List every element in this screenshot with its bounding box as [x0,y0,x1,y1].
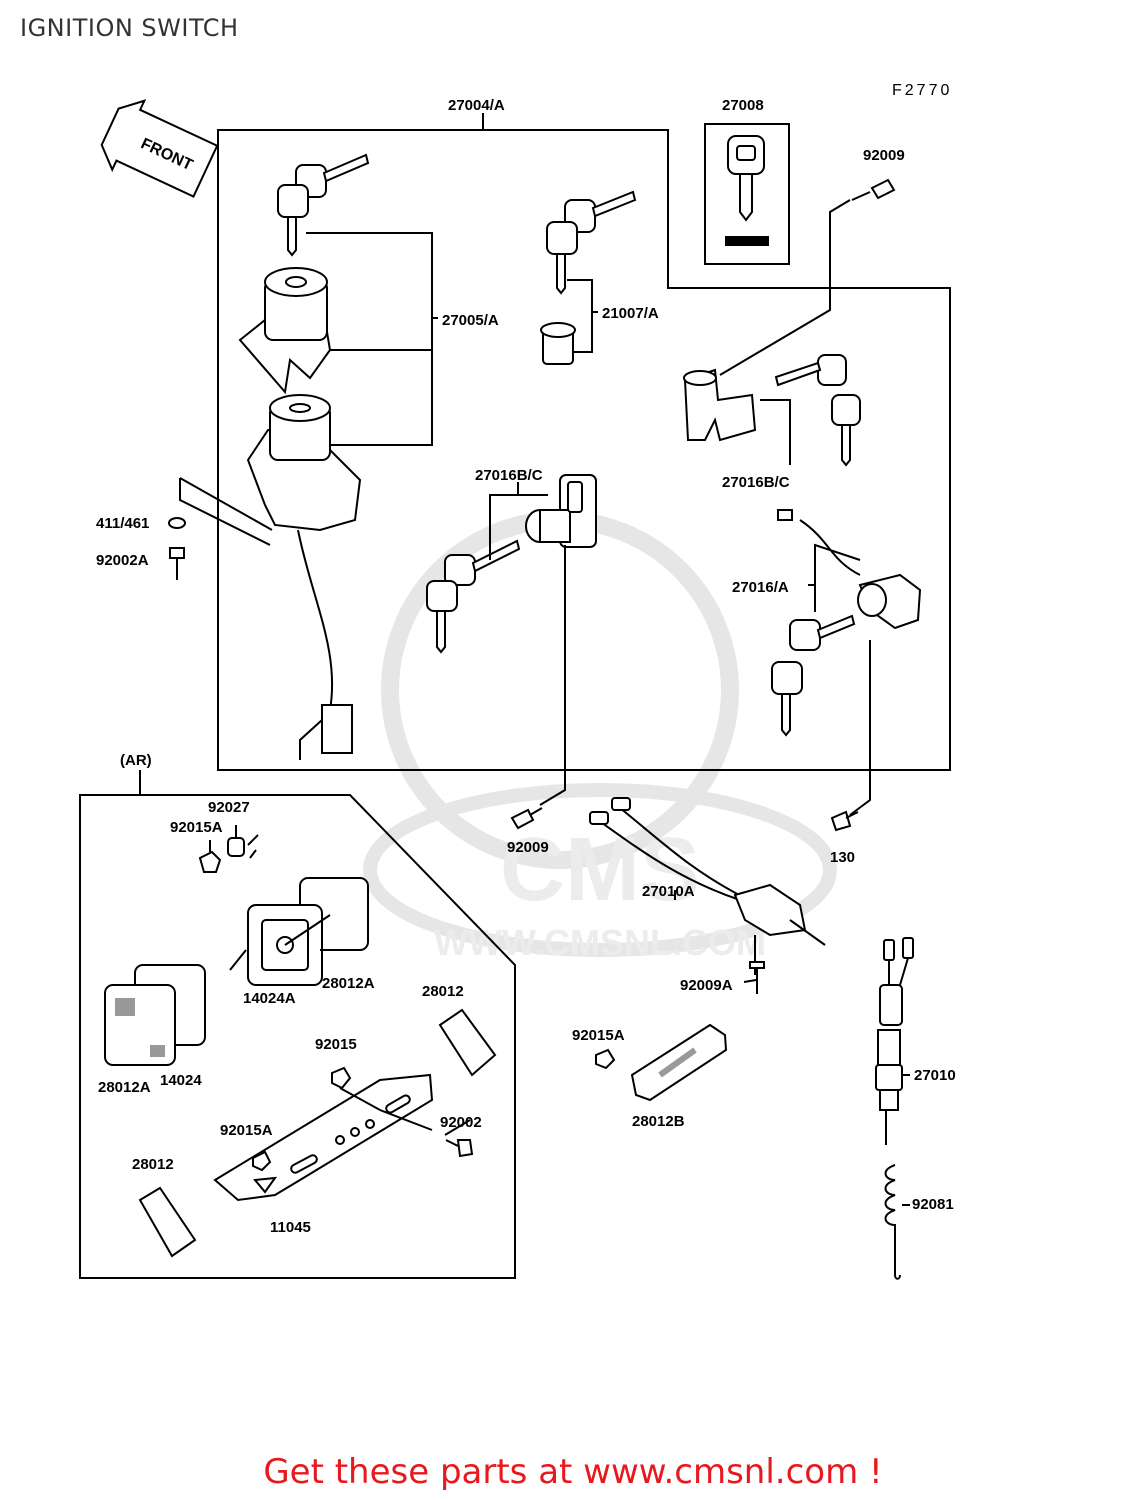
key-icon [771,614,856,737]
label-21007-a: 21007/A [602,305,659,322]
label-14024: 14024 [160,1072,202,1089]
screw-icon [851,178,896,201]
reflector-icon [438,1008,497,1077]
assembly-frame-27004 [217,129,951,771]
label-27016b-c-right: 27016B/C [722,474,790,491]
label-411-461: 411/461 [96,515,149,532]
helmet-lock-icon [777,509,922,630]
ref-code: F2770 [892,82,952,99]
label-27005-a: 27005/A [442,312,499,329]
screw-icon [510,807,543,830]
label-11045: 11045 [270,1219,311,1236]
label-27010a: 27010A [642,883,695,900]
label-92081: 92081 [912,1196,954,1213]
nut-icon [198,850,222,873]
label-ar: (AR) [120,752,152,769]
label-92002a: 92002A [96,552,149,569]
label-28012a-1: 28012A [322,975,375,992]
lock-cylinder-icon [540,322,576,365]
label-28012a-2: 28012A [98,1079,151,1096]
label-92009-mid: 92009 [507,839,549,856]
nut-icon [595,1048,616,1070]
bolt-icon [169,547,185,580]
label-28012b: 28012B [632,1113,685,1130]
footer-link[interactable]: Get these parts at www.cmsnl.com ! [263,1452,883,1492]
reflector-icon [138,1186,197,1258]
page-title: IGNITION SWITCH [20,14,239,42]
reflector-icon [104,964,206,1066]
watermark-logo: CMS [500,820,700,920]
label-27004-a: 27004/A [448,97,505,114]
stop-switch-icon [875,937,914,1145]
label-28012-2: 28012 [132,1156,174,1173]
front-arrow-icon: FRONT [100,99,219,198]
bolt-icon [830,810,859,832]
reflector-icon [247,877,369,986]
watermark-text: WWW.CMSNL.COM [434,922,766,963]
seat-lock-icon [683,368,757,442]
collar-icon [227,837,245,857]
label-28012-1: 28012 [422,983,464,1000]
label-92027: 92027 [208,799,250,816]
key-card-frame [704,123,790,265]
stop-switch-icon [589,797,826,946]
ignition-switch-icon [246,394,362,760]
nut-icon [331,1066,352,1090]
bolt-icon [445,1139,474,1158]
label-92015a-1: 92015A [170,819,223,836]
label-92009a: 92009A [680,977,733,994]
label-27016b-c-mid: 27016B/C [475,467,543,484]
reflector-icon [630,1023,728,1102]
label-27016-a: 27016/A [732,579,789,596]
label-14024a: 14024A [243,990,296,1007]
washer-icon [168,517,186,529]
label-92009-top: 92009 [863,147,905,164]
spring-icon [884,1164,901,1280]
key-card-icon [725,135,769,246]
nut-icon [252,1150,272,1172]
screw-icon [749,961,765,994]
key-icon [426,539,521,654]
key-icon [774,354,861,467]
label-27010: 27010 [914,1067,956,1084]
bracket-icon [213,1073,434,1202]
seat-lock-icon [525,474,597,548]
label-92015: 92015 [315,1036,357,1053]
ignition-cylinder-icon [238,267,332,395]
ar-frame [79,794,516,1279]
key-icon [277,153,370,257]
label-27008: 27008 [722,97,764,114]
label-92002: 92002 [440,1114,482,1131]
label-92015a-3: 92015A [220,1122,273,1139]
watermark: CMS WWW.CMSNL.COM [363,511,837,963]
label-92015a-2: 92015A [572,1027,625,1044]
key-icon [546,190,637,295]
parts-diagram: CMS WWW.CMSNL.COM F2770 FRONT [79,82,956,1280]
label-130: 130 [830,849,855,866]
